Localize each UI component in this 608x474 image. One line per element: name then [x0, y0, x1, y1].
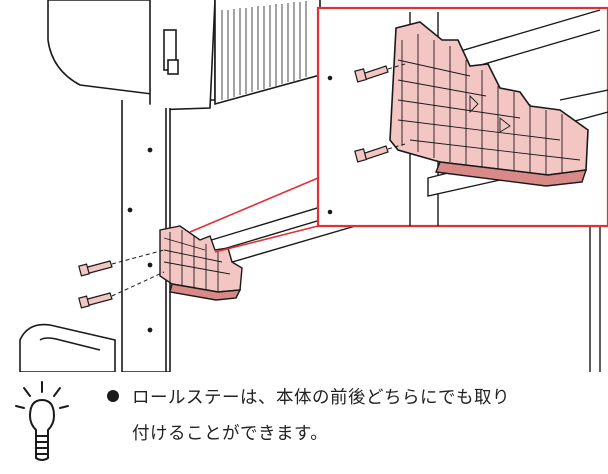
- screw-upper: [78, 260, 113, 277]
- bullet-dot: [107, 390, 119, 402]
- lightbulb-icon: [15, 381, 69, 461]
- callout-detail: [316, 6, 608, 228]
- roll-stay-part: [159, 225, 243, 301]
- base-foot: [19, 323, 116, 372]
- screw-guides: [111, 249, 165, 297]
- installation-illustration: [19, 0, 608, 372]
- callout-screw-upper: [354, 65, 389, 83]
- tip-text-line-2: 付けることができます。: [132, 424, 329, 444]
- callout-screw-lower: [354, 145, 389, 163]
- tip-text-line-1: ロールステーは、本体の前後どちらにでも取り: [132, 388, 510, 408]
- machine-ribs: [221, 1, 307, 100]
- tip-box: ロールステーは、本体の前後どちらにでも取り 付けることができます。: [0, 372, 608, 474]
- screw-lower: [78, 292, 113, 309]
- callout-leader: [189, 177, 319, 253]
- machine-body: [47, 0, 321, 111]
